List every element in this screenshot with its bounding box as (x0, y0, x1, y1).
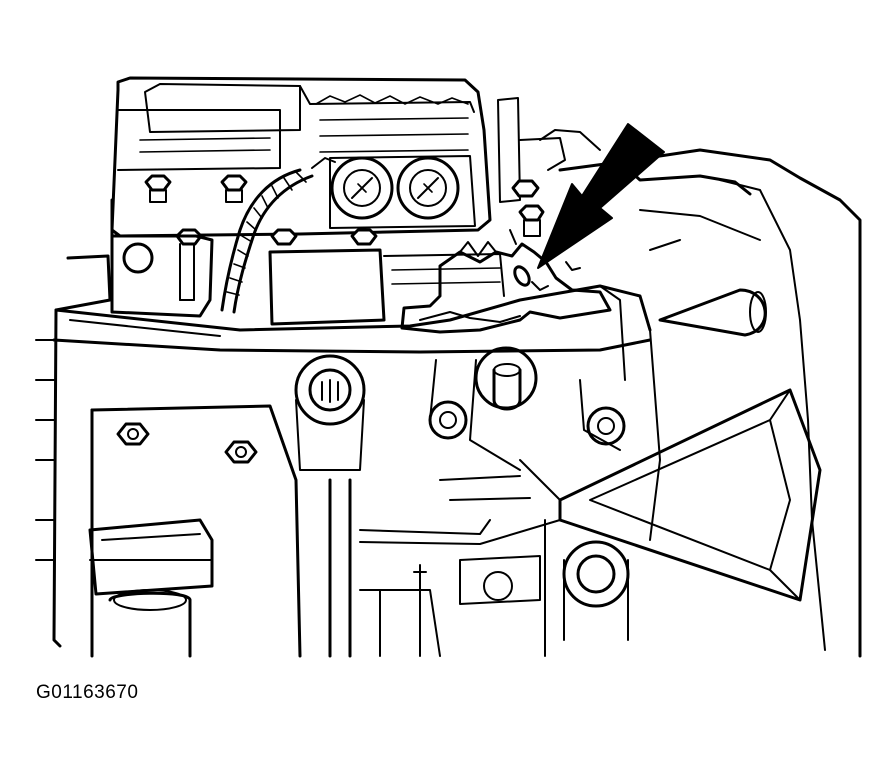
left-side-plate (110, 198, 214, 318)
gasket-outline (400, 229, 612, 334)
wire-harness (220, 157, 336, 314)
bolt-group-top (144, 174, 545, 246)
connector-left (294, 354, 366, 471)
side-plug (658, 288, 767, 337)
o-ring (513, 265, 549, 291)
right-rib-channel (558, 388, 822, 602)
lower-ribs (328, 459, 561, 658)
lower-boss (562, 540, 630, 641)
mid-block (268, 248, 386, 326)
solenoid-right (396, 156, 460, 220)
manual-shaft (469, 346, 538, 471)
bolt-mid (428, 359, 626, 451)
lower-left-housing (35, 339, 302, 658)
callout-arrow (537, 123, 665, 269)
figure-id-label: G01163670 (36, 682, 139, 703)
solenoid-left (330, 156, 394, 220)
